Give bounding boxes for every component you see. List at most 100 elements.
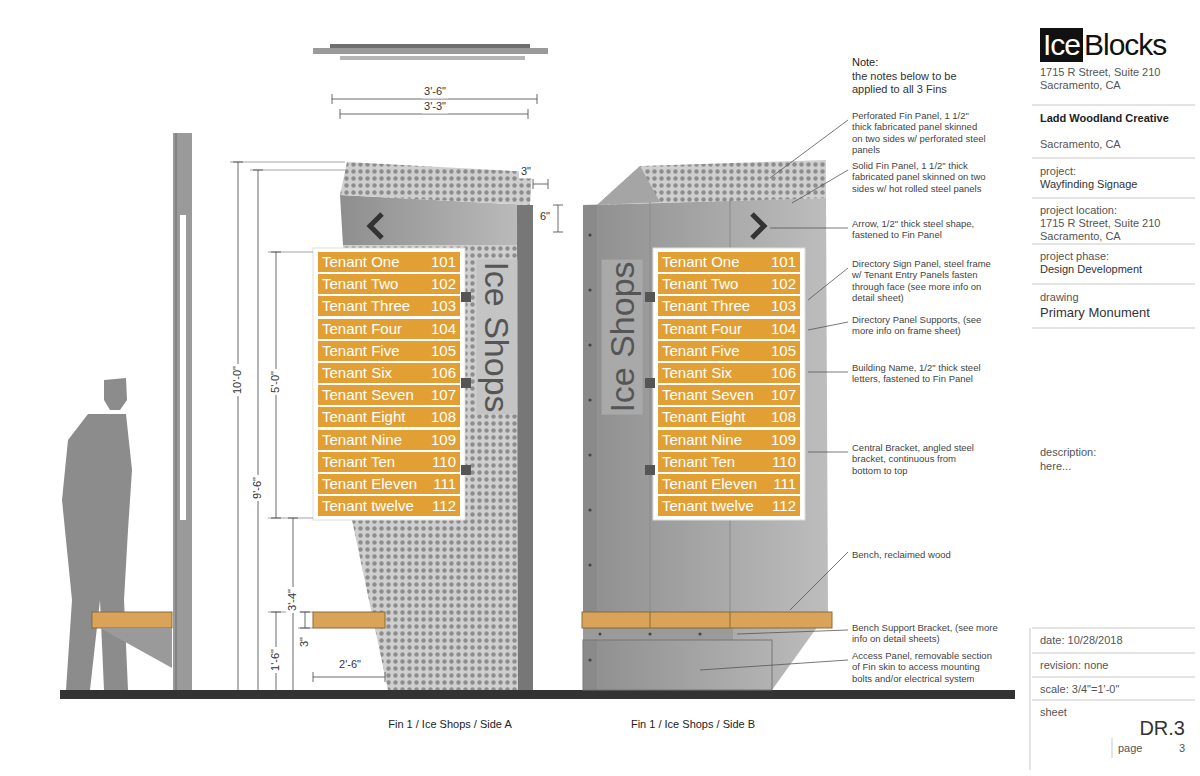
drawing-title: Primary Monument [1040, 305, 1150, 321]
title-block-rule [1032, 677, 1195, 678]
tenant-row: Tenant Ten110 [318, 452, 460, 472]
tenant-name: Tenant Five [322, 341, 400, 361]
fin-side-b [588, 508, 591, 511]
dimension-line [553, 232, 563, 233]
title-block-text: page [1118, 742, 1142, 755]
callout-note: Perforated Fin Panel, 1 1/2" thick fabri… [852, 110, 987, 156]
suite-number: 111 [773, 474, 796, 494]
title-block-rule [1030, 628, 1031, 770]
fin-side-b [649, 633, 652, 636]
tenant-name: Tenant One [322, 252, 400, 272]
tenant-name: Tenant Two [322, 274, 398, 294]
person-silhouette [62, 378, 132, 690]
dimension-line [230, 94, 563, 690]
dimension-label: 3" [298, 635, 311, 649]
tenant-name: Tenant Six [662, 363, 732, 383]
callout-note: Solid Fin Panel, 1 1/2" thick fabricated… [852, 160, 987, 194]
callout-note: Access Panel, removable section of Fin s… [852, 650, 1002, 684]
dimension-line [553, 205, 563, 206]
tenant-name: Tenant Three [662, 296, 750, 316]
dimension-line [385, 672, 386, 682]
tenant-row: Tenant Four104 [658, 319, 800, 339]
logo-word: Blocks [1084, 28, 1166, 62]
title-block-rule [1112, 738, 1113, 758]
dimension-label: 3" [519, 165, 533, 178]
fin-side-b [583, 628, 733, 640]
tenant-name: Tenant Eleven [322, 474, 417, 494]
fin-side-b [699, 633, 702, 636]
suite-number: 106 [771, 363, 796, 383]
view-caption: Fin 1 / Ice Shops / Side A [388, 718, 512, 731]
leader-line [792, 170, 848, 203]
leader-line [808, 372, 848, 373]
title-block-text: Design Development [1040, 263, 1142, 276]
dimension-line [533, 184, 548, 185]
dimension-line [340, 114, 528, 115]
fin-side-b [730, 612, 731, 628]
callout-note: Central Bracket, angled steel bracket, c… [852, 442, 987, 476]
tenant-row: Tenant Five105 [318, 341, 460, 361]
title-block-text: Sacramento, CA [1040, 138, 1121, 151]
dimension-line [258, 170, 259, 690]
callout-note: Directory Sign Panel, steel frame w/ Ten… [852, 258, 1002, 304]
title-block-text: Wayfinding Signage [1040, 178, 1137, 191]
side-view-fin [100, 628, 172, 668]
tenant-row: Tenant Ten110 [658, 452, 800, 472]
leader-line [808, 452, 848, 453]
title-block-rule [1032, 653, 1195, 654]
fin-side-b [588, 563, 591, 566]
suite-number: 108 [771, 407, 796, 427]
suite-number: 102 [431, 274, 456, 294]
tenant-name: Tenant Three [322, 296, 410, 316]
title-block-text: drawing [1040, 291, 1079, 304]
leader-line [808, 322, 848, 330]
dimension-line [268, 518, 313, 519]
tenant-name: Tenant Four [322, 319, 402, 339]
dimension-line [332, 99, 537, 100]
suite-number: 102 [771, 274, 796, 294]
fin-side-a [461, 465, 471, 475]
callout-note: Directory Panel Supports, (see more info… [852, 314, 1002, 337]
suite-number: 112 [772, 496, 796, 516]
tenant-name: Tenant Six [322, 363, 392, 383]
person-silhouette [62, 414, 132, 690]
leader-line [808, 268, 848, 300]
tenant-row: Tenant Two 102 [318, 274, 460, 294]
suite-number: 108 [431, 407, 456, 427]
tenant-row: Tenant Eight108 [318, 407, 460, 427]
plan-view [340, 56, 525, 60]
suite-number: 107 [431, 385, 456, 405]
side-view-fin [173, 133, 192, 690]
title-block-text: sheet [1040, 706, 1067, 719]
fin-side-b [645, 378, 655, 388]
dimension-line [238, 162, 239, 690]
title-block-rule [1032, 158, 1195, 159]
tenant-name: Tenant Nine [322, 430, 402, 450]
tenant-name: Tenant Five [662, 341, 740, 361]
leader-line [790, 552, 848, 610]
fin-side-b [650, 612, 651, 628]
tenant-row: Tenant Four104 [318, 319, 460, 339]
tenant-row: Tenant Seven107 [318, 385, 460, 405]
suite-number: 103 [431, 296, 456, 316]
title-block-text: 1715 R Street, Suite 210 Sacramento, CA [1040, 66, 1180, 92]
dimension-label: 10'-0" [231, 364, 244, 396]
dimension-label: 3'-3" [422, 100, 448, 113]
title-block-rule [1032, 700, 1195, 701]
plan-view [313, 44, 548, 60]
fin-side-b [582, 612, 832, 628]
tenant-row: Tenant twelve112 [318, 496, 460, 516]
suite-number: 104 [771, 319, 796, 339]
fin-side-b [588, 233, 591, 236]
callout-note: Bench Support Bracket, (see more info on… [852, 622, 1002, 645]
dimension-label: 3'-4" [286, 587, 299, 613]
title-block-text: 1715 R Street, Suite 210 Sacramento, CA [1040, 217, 1180, 243]
fin-side-a [340, 162, 532, 205]
plan-view [313, 48, 548, 54]
fin-side-b [583, 640, 772, 690]
suite-number: 109 [771, 430, 796, 450]
tenant-name: Tenant twelve [662, 496, 754, 516]
fin-side-a [370, 214, 382, 238]
title-block-rule [1032, 628, 1195, 629]
